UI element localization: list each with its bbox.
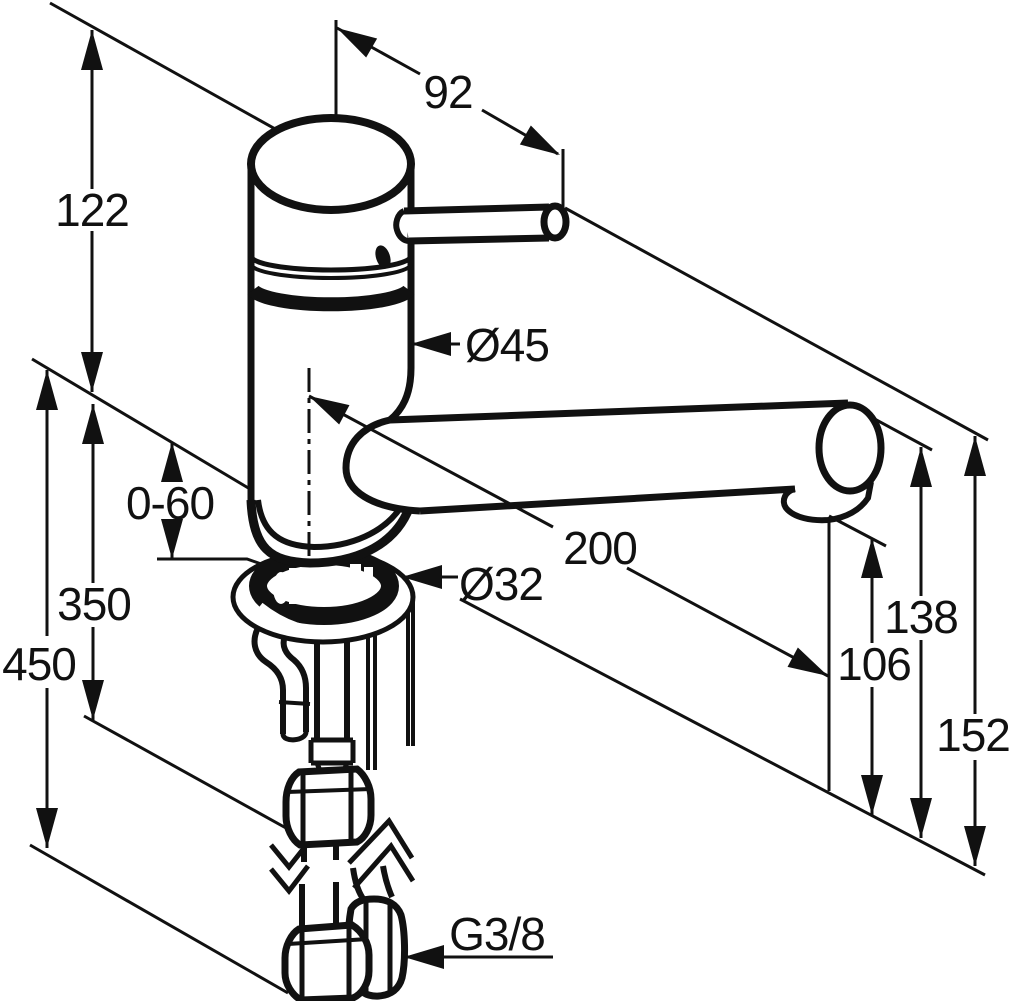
left-hose-joint: [278, 700, 311, 706]
ring-slot: [350, 564, 361, 594]
bottom-hex-nut: [281, 921, 373, 1001]
dimension-152: 152: [936, 436, 1011, 866]
hose-datum-450: [29, 843, 289, 995]
dim-g38-label: G3/8: [449, 908, 545, 960]
break-symbol-left: [269, 841, 310, 896]
dimension-0-60: 0-60: [126, 442, 215, 559]
bottom-hex-nut-facets: [299, 926, 352, 999]
dim-92-label: 92: [423, 66, 472, 118]
dimension-350: 350: [57, 404, 132, 720]
spout-outlet: [815, 401, 885, 495]
ring-highlight: [273, 572, 289, 604]
cap-joint-band: [247, 285, 415, 312]
left-hose-inner: [280, 634, 309, 732]
lever-root: [393, 208, 410, 244]
body-bottom-rim-inner: [255, 499, 407, 551]
dim-106-label: 106: [837, 638, 911, 690]
dimension-g38: G3/8: [404, 908, 553, 969]
dim-350-label: 350: [57, 578, 131, 630]
cap-groove-1: [248, 255, 414, 273]
dim-200-label: 200: [563, 522, 637, 574]
dimension-diameter-32: Ø32: [402, 558, 544, 610]
body-top-face: [247, 114, 415, 214]
under-counter-hardware: [251, 592, 416, 1001]
lever-end-knob: [540, 202, 570, 242]
dimension-92: 92: [336, 26, 560, 156]
dim-122-label: 122: [55, 184, 129, 236]
dim-450-label: 450: [2, 638, 76, 690]
dim-0-60-label: 0-60: [126, 477, 214, 529]
spout-bottom-edge: [419, 485, 796, 515]
spout-top-edge: [389, 399, 849, 424]
dimension-diameter-45: Ø45: [411, 319, 550, 371]
countertop-datum-right: [459, 597, 986, 877]
hose-stub-left: [301, 846, 339, 862]
mounting-stud-outer: [406, 592, 415, 746]
dimension-122: 122: [55, 30, 130, 392]
faucet-lever: [393, 202, 570, 245]
ring-slot: [304, 566, 315, 604]
faucet-spout: [342, 399, 885, 524]
hose-lower-left: [299, 882, 339, 926]
dimension-138: 138: [884, 447, 959, 838]
dim-138-label: 138: [884, 591, 958, 643]
body-pin-hole: [375, 245, 391, 269]
bottom-hex-nut-edge: [287, 937, 369, 946]
ring-gap: [257, 602, 341, 638]
body-bottom-rim: [246, 499, 416, 568]
dimension-450: 450: [2, 370, 77, 848]
spout-root-curve: [342, 416, 421, 515]
dim-152-label: 152: [936, 709, 1010, 761]
ring-slot: [289, 568, 301, 604]
ring-slot: [364, 567, 373, 591]
lever-bottom-edge: [408, 234, 550, 245]
dimensions: 92 122 Ø45 0-60 200 Ø32: [2, 26, 1011, 969]
countertop-datum-left: [31, 357, 251, 491]
dimension-200: 200: [308, 394, 829, 678]
cap-groove-2: [249, 263, 413, 280]
dimension-106: 106: [837, 538, 912, 815]
datum-lines: [29, 1, 989, 995]
lever-fill: [404, 207, 549, 241]
connection-nut-facets: [300, 770, 354, 844]
lever-top-edge: [403, 203, 550, 215]
hose-datum-350: [83, 714, 296, 835]
left-hose-tip: [280, 731, 309, 743]
break-symbol-right: [347, 816, 416, 890]
dim-32-label: Ø32: [459, 558, 543, 610]
left-hose-outer: [251, 624, 286, 734]
shank-band: [308, 737, 356, 766]
connection-nut-edge: [286, 787, 372, 794]
connection-nut: [282, 765, 375, 849]
lever-top-datum: [564, 206, 989, 442]
dim-45-label: Ø45: [465, 319, 549, 371]
spout-aerator: [780, 481, 874, 524]
